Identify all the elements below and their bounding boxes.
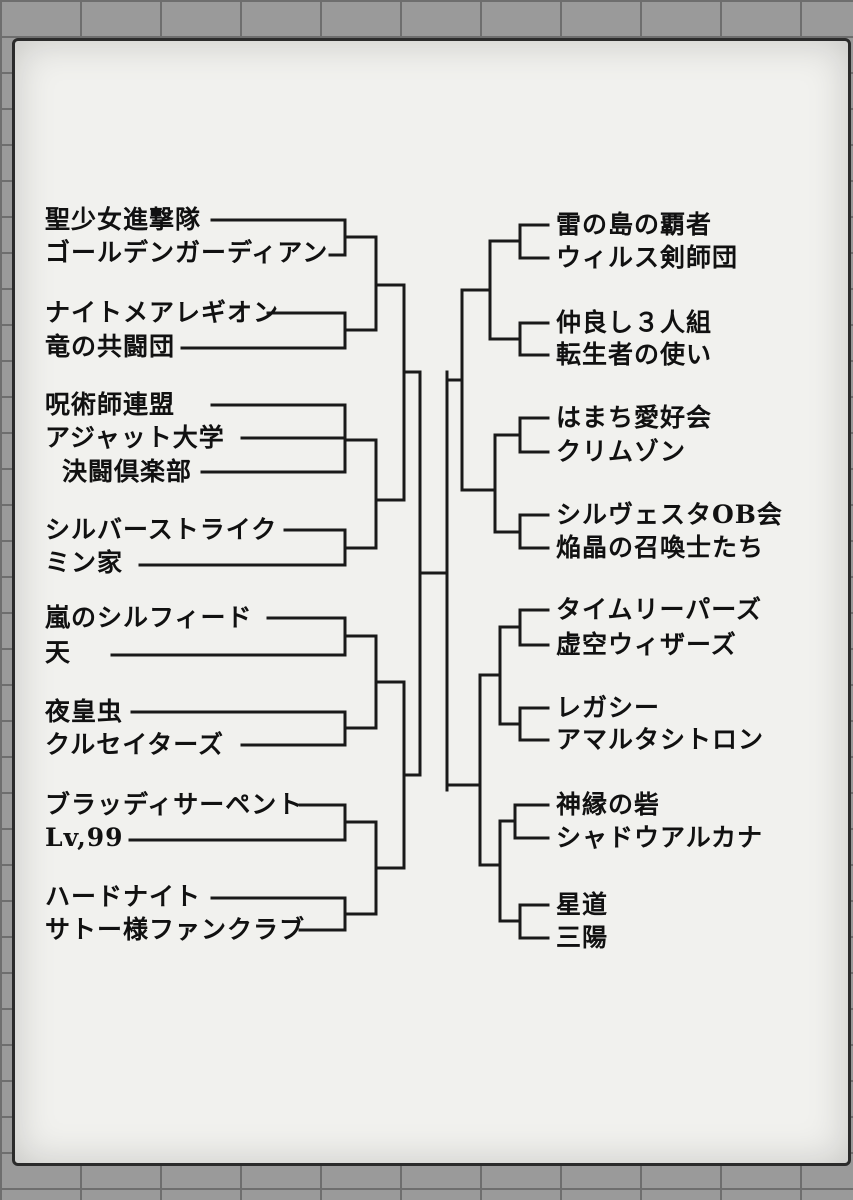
team-name: 神縁の砦 <box>556 790 661 819</box>
team-name: Lv,99 <box>45 823 124 852</box>
team-name: クルセイターズ <box>45 730 225 759</box>
team-name: ミン家 <box>45 548 124 577</box>
team-name: 決闘倶楽部 <box>62 457 193 486</box>
team-name: レガシー <box>556 693 661 722</box>
team-name: はまち愛好会 <box>556 403 713 432</box>
team-name: 星道 <box>556 890 609 919</box>
team-name: シルバーストライク <box>45 515 278 544</box>
team-name: ハードナイト <box>45 882 202 911</box>
team-name: シルヴェスタOB会 <box>556 500 783 529</box>
team-name: シャドウアルカナ <box>556 823 764 852</box>
team-name: クリムゾン <box>556 437 687 466</box>
team-name: サトー様ファンクラブ <box>45 915 306 944</box>
team-name: 虚空ウィザーズ <box>556 630 737 659</box>
team-name: タイムリーパーズ <box>556 595 763 624</box>
team-name: ブラッディサーペント <box>45 790 304 819</box>
team-name: 三陽 <box>556 923 609 952</box>
team-name: 天 <box>45 638 72 667</box>
team-name: 雷の島の覇者 <box>556 210 713 239</box>
team-name: 仲良し３人組 <box>556 308 713 337</box>
team-name: 転生者の使い <box>556 340 713 369</box>
team-name: ウィルス剣師団 <box>556 243 739 272</box>
parchment-sheet <box>12 38 851 1166</box>
team-name: アジャット大学 <box>45 423 225 452</box>
team-name: 夜皇虫 <box>45 697 124 726</box>
team-name: ゴールデンガーディアン <box>45 238 329 267</box>
team-name: 呪術師連盟 <box>45 390 176 419</box>
team-name: 聖少女進撃隊 <box>45 205 202 234</box>
team-name: 竜の共闘団 <box>45 332 176 361</box>
team-name: アマルタシトロン <box>556 725 765 754</box>
team-name: 焔晶の召喚士たち <box>556 533 765 562</box>
team-name: 嵐のシルフィード <box>45 603 253 632</box>
team-name: ナイトメアレギオン <box>45 298 280 327</box>
